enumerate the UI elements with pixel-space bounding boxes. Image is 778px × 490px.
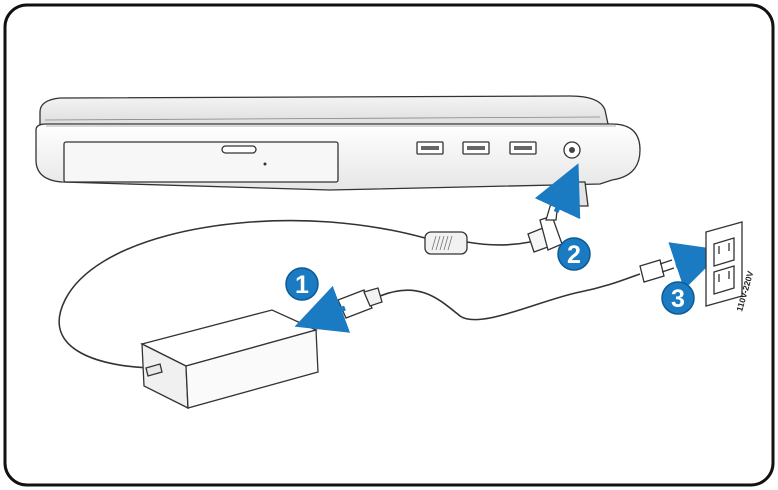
step-badge-2: 2 <box>557 237 591 271</box>
arrow-icon <box>294 285 351 333</box>
step-badge-3: 3 <box>661 281 695 315</box>
step-number: 2 <box>567 241 581 269</box>
usb-port-icon <box>462 141 490 155</box>
power-adapter-icon <box>140 309 319 410</box>
ac-cable <box>379 273 641 321</box>
wall-outlet-icon <box>705 221 743 307</box>
arrow-icon <box>668 242 724 290</box>
step-number: 1 <box>295 271 309 299</box>
dc-cable <box>58 219 531 369</box>
usb-port-icon <box>416 141 444 155</box>
ac-plug-icon <box>639 259 675 283</box>
arrow-icon <box>534 163 581 220</box>
usb-port-icon <box>509 141 537 155</box>
step-badge-1: 1 <box>285 267 319 301</box>
laptop-icon <box>35 95 641 207</box>
frame-border <box>3 3 775 487</box>
step-number: 3 <box>671 285 685 313</box>
dc-in-port-icon <box>563 141 581 159</box>
